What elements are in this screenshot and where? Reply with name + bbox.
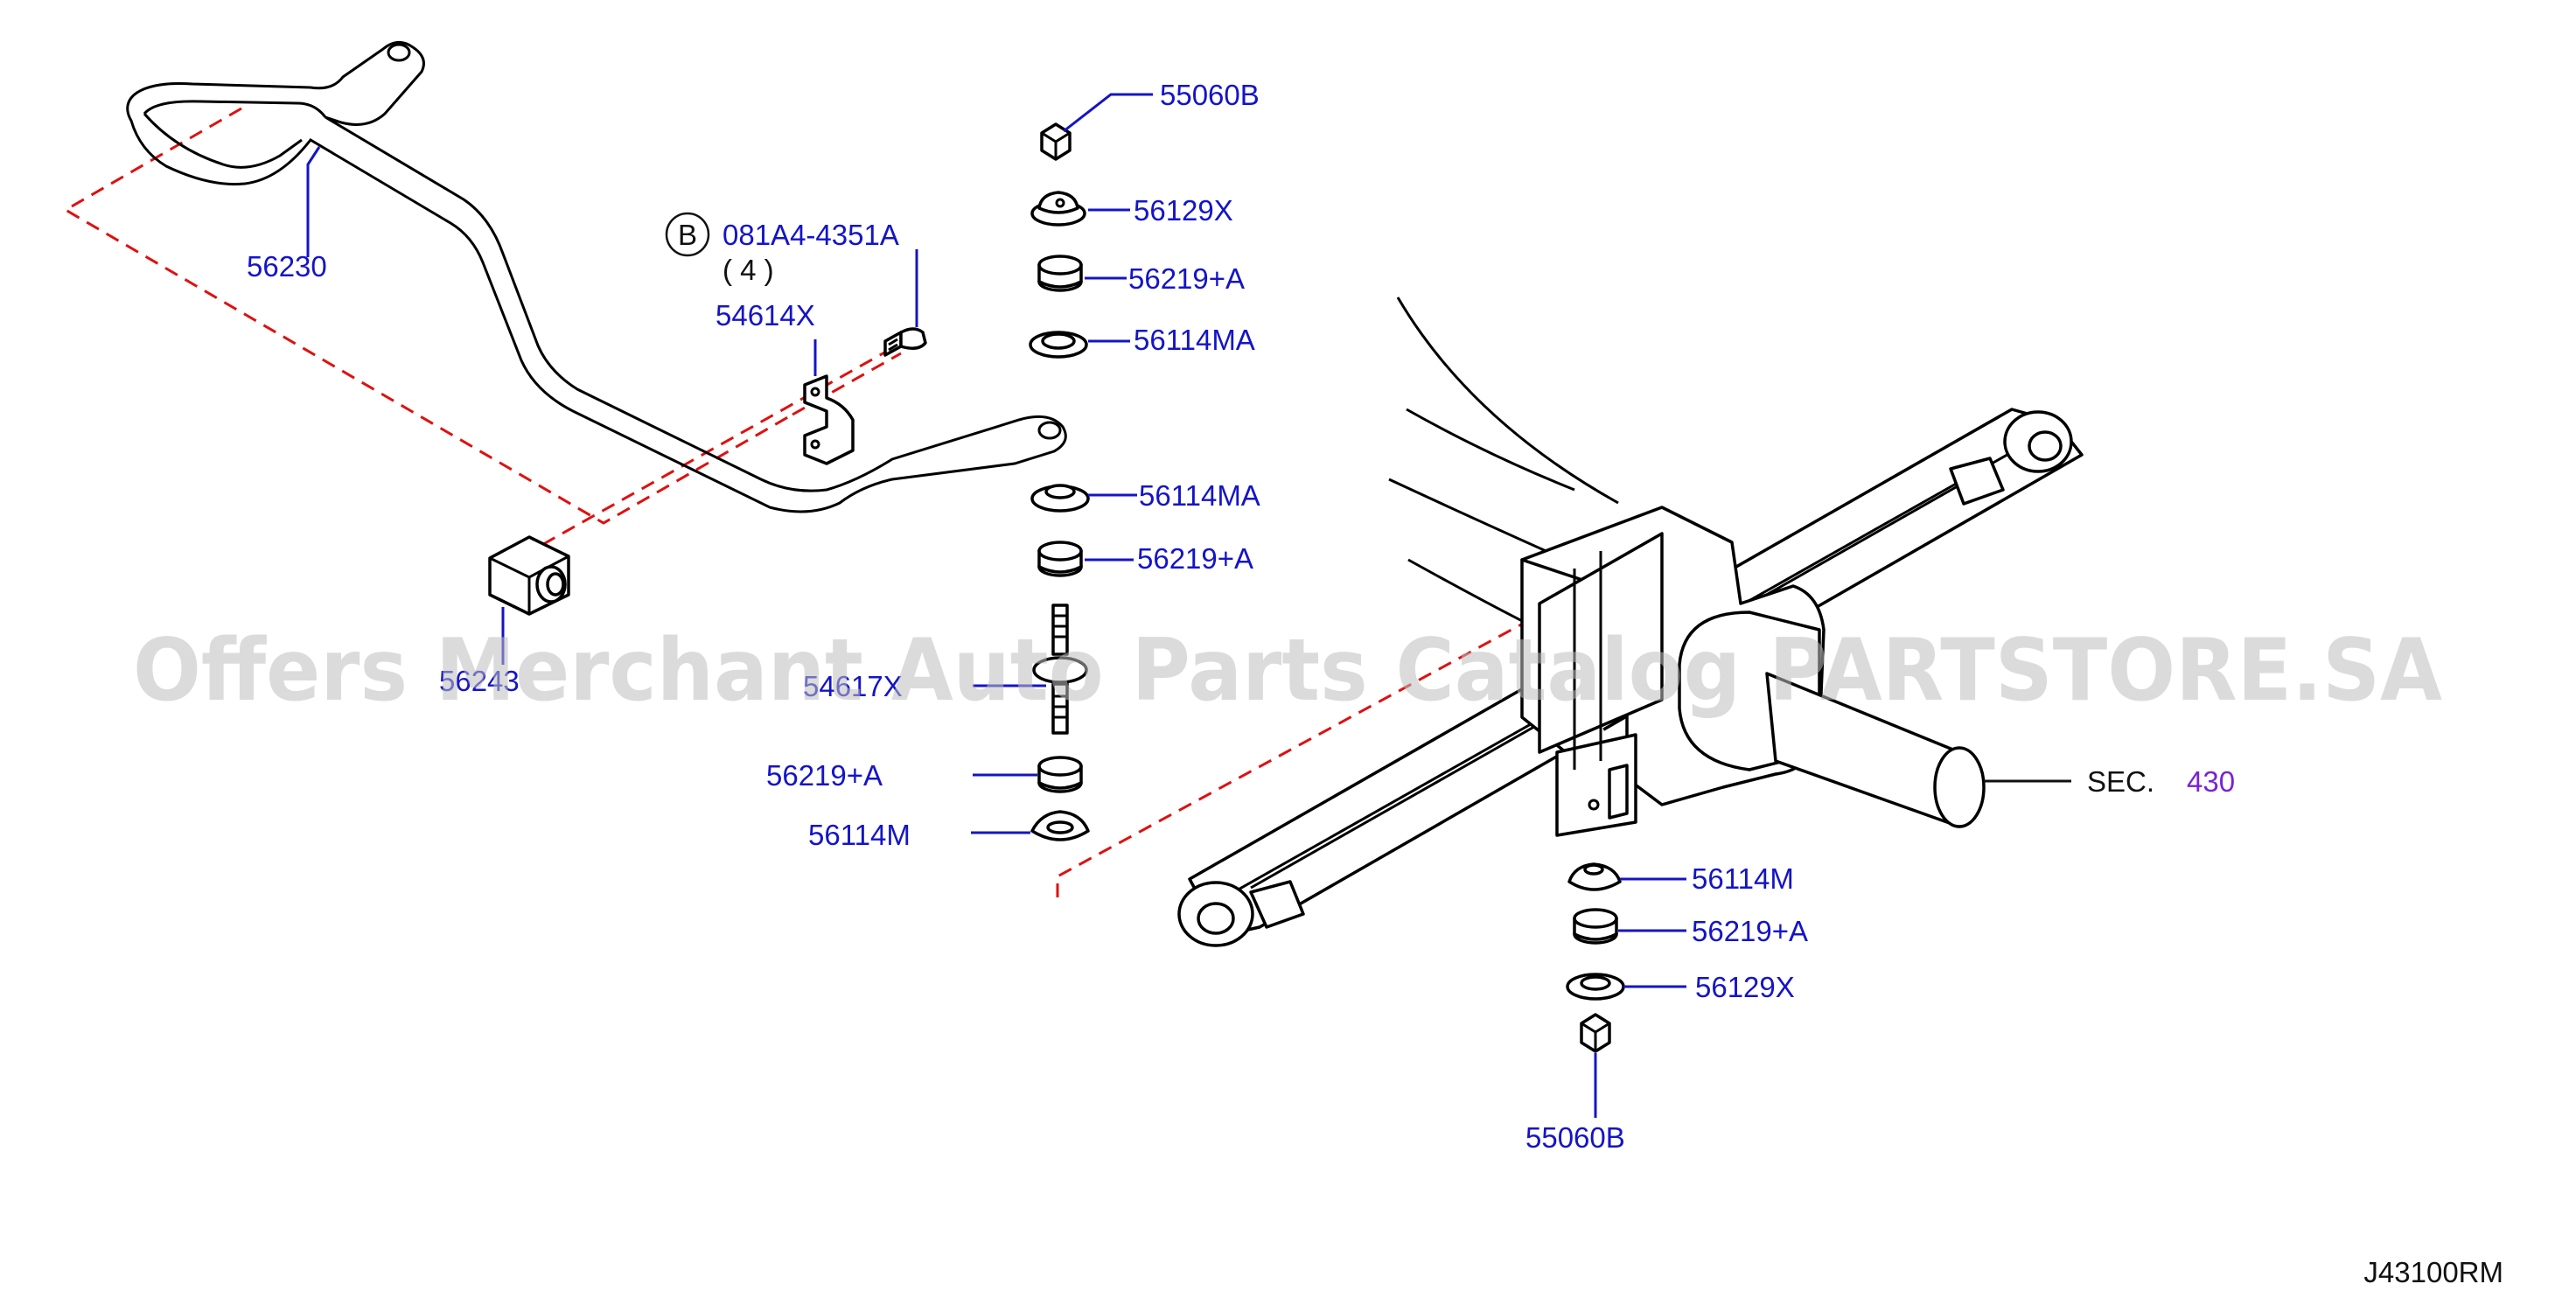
label-washer-top: 56129X xyxy=(1134,194,1233,227)
label-bushing-right: 56219+A xyxy=(1692,915,1808,947)
label-bushing-3: 56219+A xyxy=(766,759,883,792)
callout-b: B xyxy=(665,212,710,257)
label-washer-m-left: 56114M xyxy=(808,819,911,851)
label-bushing-2: 56219+A xyxy=(1137,542,1253,575)
bushing-bracket xyxy=(803,374,855,465)
label-link-bolt: 54617X xyxy=(803,670,903,702)
bolt xyxy=(883,327,927,357)
leader-lines xyxy=(306,93,2071,1118)
watermark-text: Offers Merchant Auto Parts Catalog PARTS… xyxy=(133,621,2442,721)
label-stabilizer-bar: 56230 xyxy=(247,250,327,283)
label-bushing-stabilizer: 56243 xyxy=(439,665,520,697)
label-washer-ma-1: 56114MA xyxy=(1134,324,1255,356)
label-nut-top: 55060B xyxy=(1160,79,1260,111)
label-washer-m-right: 56114M xyxy=(1692,862,1794,895)
label-nut-bottom: 55060B xyxy=(1525,1121,1625,1154)
label-bolt-qty: ( 4 ) xyxy=(723,254,774,286)
link-stack-left xyxy=(1029,122,1090,841)
label-bushing-1: 56219+A xyxy=(1128,262,1245,295)
rear-axle-assembly xyxy=(1177,297,2084,947)
stabilizer-bar xyxy=(126,41,1067,513)
label-bolt: 081A4-4351A xyxy=(723,219,899,251)
label-washer-right: 56129X xyxy=(1695,971,1795,1003)
callout-letter: B xyxy=(678,219,697,251)
part-labels: 56230 081A4-4351A ( 4 ) 54614X 55060B 56… xyxy=(247,79,2235,1154)
label-section-number: 430 xyxy=(2187,765,2235,798)
label-section: SEC. xyxy=(2087,765,2154,798)
label-bracket: 54614X xyxy=(716,299,815,331)
drawing-code: J43100RM xyxy=(2363,1256,2503,1288)
stabilizer-bushing xyxy=(488,535,570,616)
link-stack-right xyxy=(1566,862,1625,1053)
label-washer-ma-2: 56114MA xyxy=(1139,479,1260,512)
